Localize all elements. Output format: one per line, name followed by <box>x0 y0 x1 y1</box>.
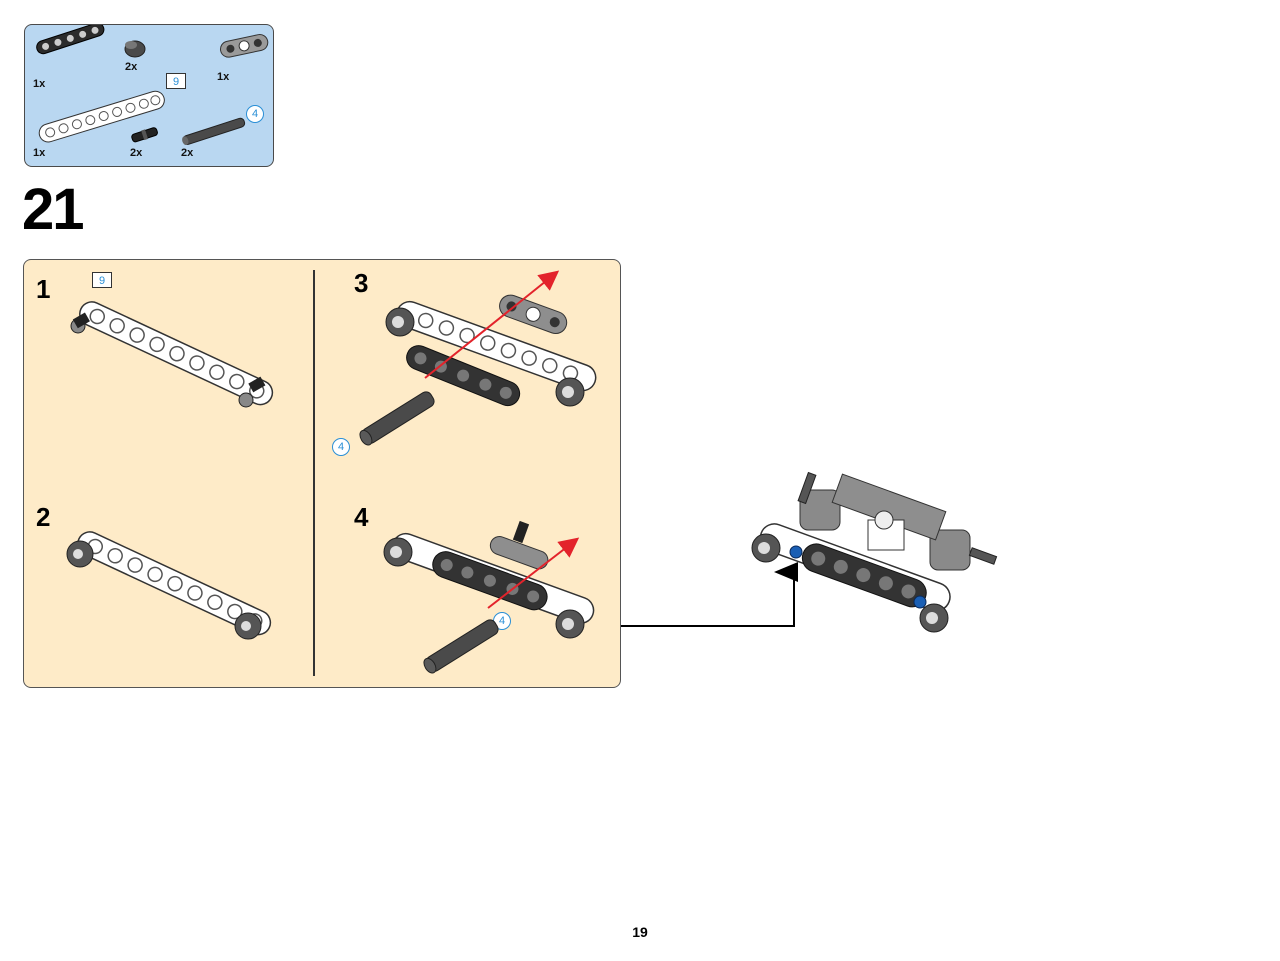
result-assembly-illustration <box>751 471 998 633</box>
connector-icon <box>219 34 269 58</box>
substep-2-illustration <box>66 531 272 640</box>
white-beam-icon <box>38 90 165 143</box>
substep-3-length-label: 4 <box>332 438 350 456</box>
parts-list-box: 1x 2x 1x 1x 2x 2x 9 4 <box>24 24 274 167</box>
substep-2-number: 2 <box>36 502 51 532</box>
step-number: 21 <box>22 177 84 242</box>
substep-4-number: 4 <box>354 502 369 532</box>
parts-qty-4: 1x <box>33 147 46 159</box>
panel-divider <box>313 270 315 676</box>
beam-length-label: 9 <box>166 73 186 89</box>
substep-4-illustration <box>383 520 595 674</box>
substep-1-illustration <box>70 301 274 408</box>
substep-3-number: 3 <box>354 268 369 298</box>
axle-icon <box>182 117 246 146</box>
dark-liftarm-icon <box>36 25 105 55</box>
parts-qty-1: 1x <box>33 78 46 90</box>
substep-3-illustration <box>359 270 597 446</box>
callout-arrow <box>621 562 798 627</box>
parts-qty-6: 2x <box>181 147 194 159</box>
axle-length-label: 4 <box>246 105 264 123</box>
bush-icon <box>124 40 146 58</box>
substep-1-length-label: 9 <box>92 272 112 288</box>
parts-qty-2: 2x <box>125 61 138 73</box>
parts-illustrations <box>36 25 269 146</box>
page-number: 19 <box>632 924 648 940</box>
pin-icon <box>131 127 158 143</box>
substep-1-number: 1 <box>36 274 51 304</box>
parts-qty-3: 1x <box>217 71 230 83</box>
parts-qty-5: 2x <box>130 147 143 159</box>
